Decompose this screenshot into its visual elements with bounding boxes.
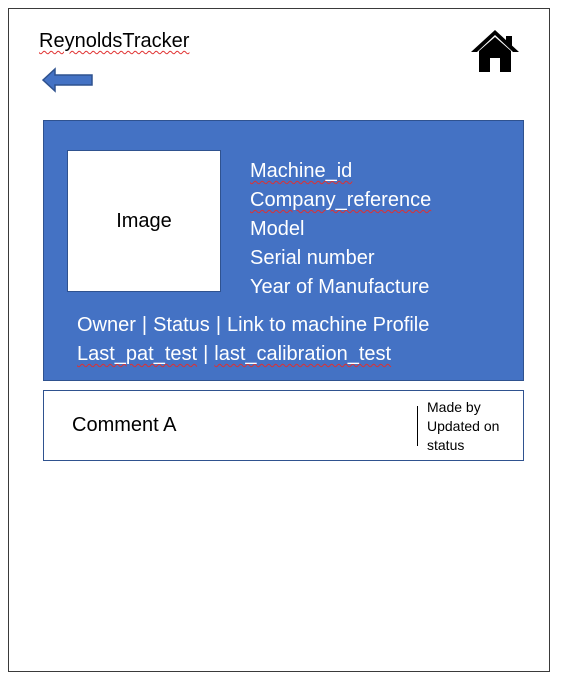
last-pat-test-label: Last_pat_test [77, 343, 198, 365]
field-model: Model [250, 218, 305, 240]
comment-meta: Made by Updated on status [427, 398, 499, 455]
image-placeholder-label: Image [116, 209, 172, 232]
machine-card[interactable]: Image Machine_id Company_reference Model… [43, 120, 524, 381]
comment-updated-on: Updated on [427, 418, 500, 434]
field-serial-number: Serial number [250, 247, 375, 269]
machine-meta-line-2: Last_pat_test|last_calibration_test [77, 340, 391, 369]
separator: | [141, 314, 148, 336]
comment-made-by: Made by [427, 399, 481, 415]
comment-text: Comment A [72, 414, 177, 436]
status-label: Status [153, 314, 210, 336]
home-icon[interactable] [469, 28, 521, 74]
owner-label: Owner [77, 314, 136, 336]
comment-card[interactable]: Comment A Made by Updated on status [43, 390, 524, 461]
comment-divider [417, 406, 418, 446]
field-year-of-manufacture: Year of Manufacture [250, 276, 430, 298]
machine-image: Image [67, 150, 221, 292]
machine-field-list: Machine_id Company_reference Model Seria… [250, 157, 431, 302]
field-company-reference: Company_reference [250, 189, 432, 211]
field-machine-id: Machine_id [250, 160, 353, 182]
back-arrow-icon[interactable] [42, 67, 94, 93]
separator: | [203, 343, 209, 365]
comment-status: status [427, 437, 465, 453]
separator: | [215, 314, 222, 336]
last-calibration-test-label: last_calibration_test [214, 343, 392, 365]
app-title: ReynoldsTracker [39, 30, 190, 52]
machine-meta-line-1: Owner|Status|Link to machine Profile [77, 311, 429, 340]
machine-profile-link[interactable]: Link to machine Profile [227, 314, 430, 336]
app-frame [8, 8, 550, 672]
